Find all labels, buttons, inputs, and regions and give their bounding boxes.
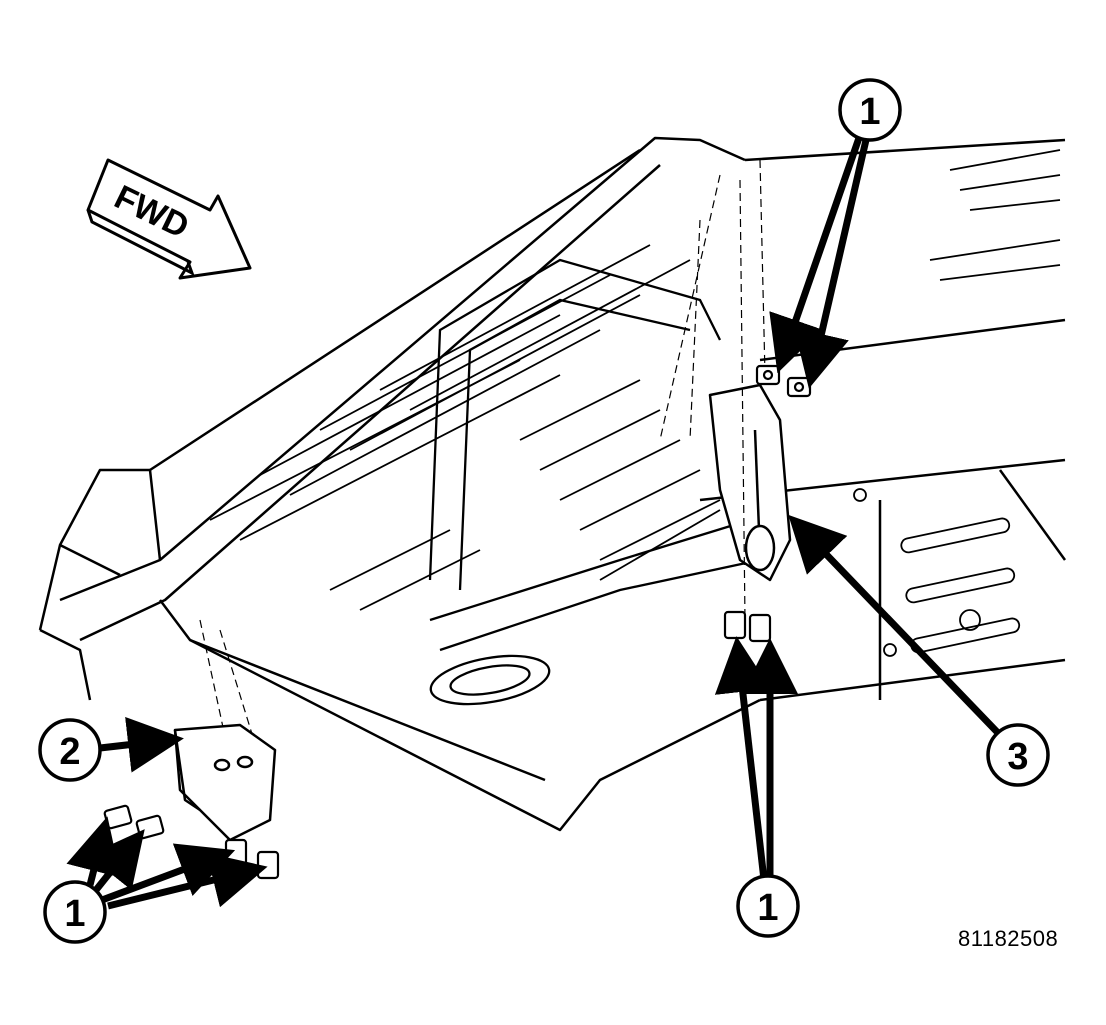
floor-pan	[38, 136, 1067, 832]
callout-1-top: 1	[838, 78, 902, 142]
callout-1-top-label: 1	[859, 91, 880, 133]
leader-c1-left-c	[100, 843, 236, 904]
right-floor-slots	[853, 149, 1061, 657]
callout-1-bottom-mid-label: 1	[757, 887, 778, 929]
leader-c1-top-a	[769, 133, 864, 374]
bolt-left-c	[224, 838, 248, 868]
leader-c1-left-b	[87, 829, 145, 893]
explode-guides	[199, 159, 766, 761]
bolt-left-a	[103, 804, 133, 830]
callout-1-bottom-left-label: 1	[64, 893, 85, 935]
bolt-bottom-left	[723, 610, 747, 640]
callout-1-bottom-left: 1	[43, 880, 107, 944]
leader-c1-left-a	[66, 816, 121, 886]
leader-arrows	[66, 133, 1003, 910]
callout-1-bottom-mid: 1	[736, 874, 800, 938]
crossmember	[428, 258, 761, 706]
callout-2-label: 2	[59, 731, 80, 773]
callout-2: 2	[38, 718, 102, 782]
leader-c1-bottom-a	[714, 636, 771, 881]
leader-c2	[99, 716, 184, 773]
bolt-left-b	[135, 814, 165, 840]
leader-c1-top-b	[794, 139, 870, 389]
leader-c1-left-d	[107, 852, 268, 910]
fwd-arrow: FWD	[86, 158, 252, 280]
bolt-top-left	[755, 364, 781, 386]
bracket-3	[708, 383, 792, 582]
figure-id: 81182508	[958, 926, 1059, 951]
bolt-left-d	[256, 850, 280, 880]
bolt-top-right	[786, 376, 812, 398]
callout-3-label: 3	[1007, 736, 1028, 778]
bolt-bottom-right	[748, 613, 772, 643]
bracket-2	[173, 723, 277, 842]
leader-c3	[788, 514, 1003, 738]
callout-3: 3	[986, 723, 1050, 787]
